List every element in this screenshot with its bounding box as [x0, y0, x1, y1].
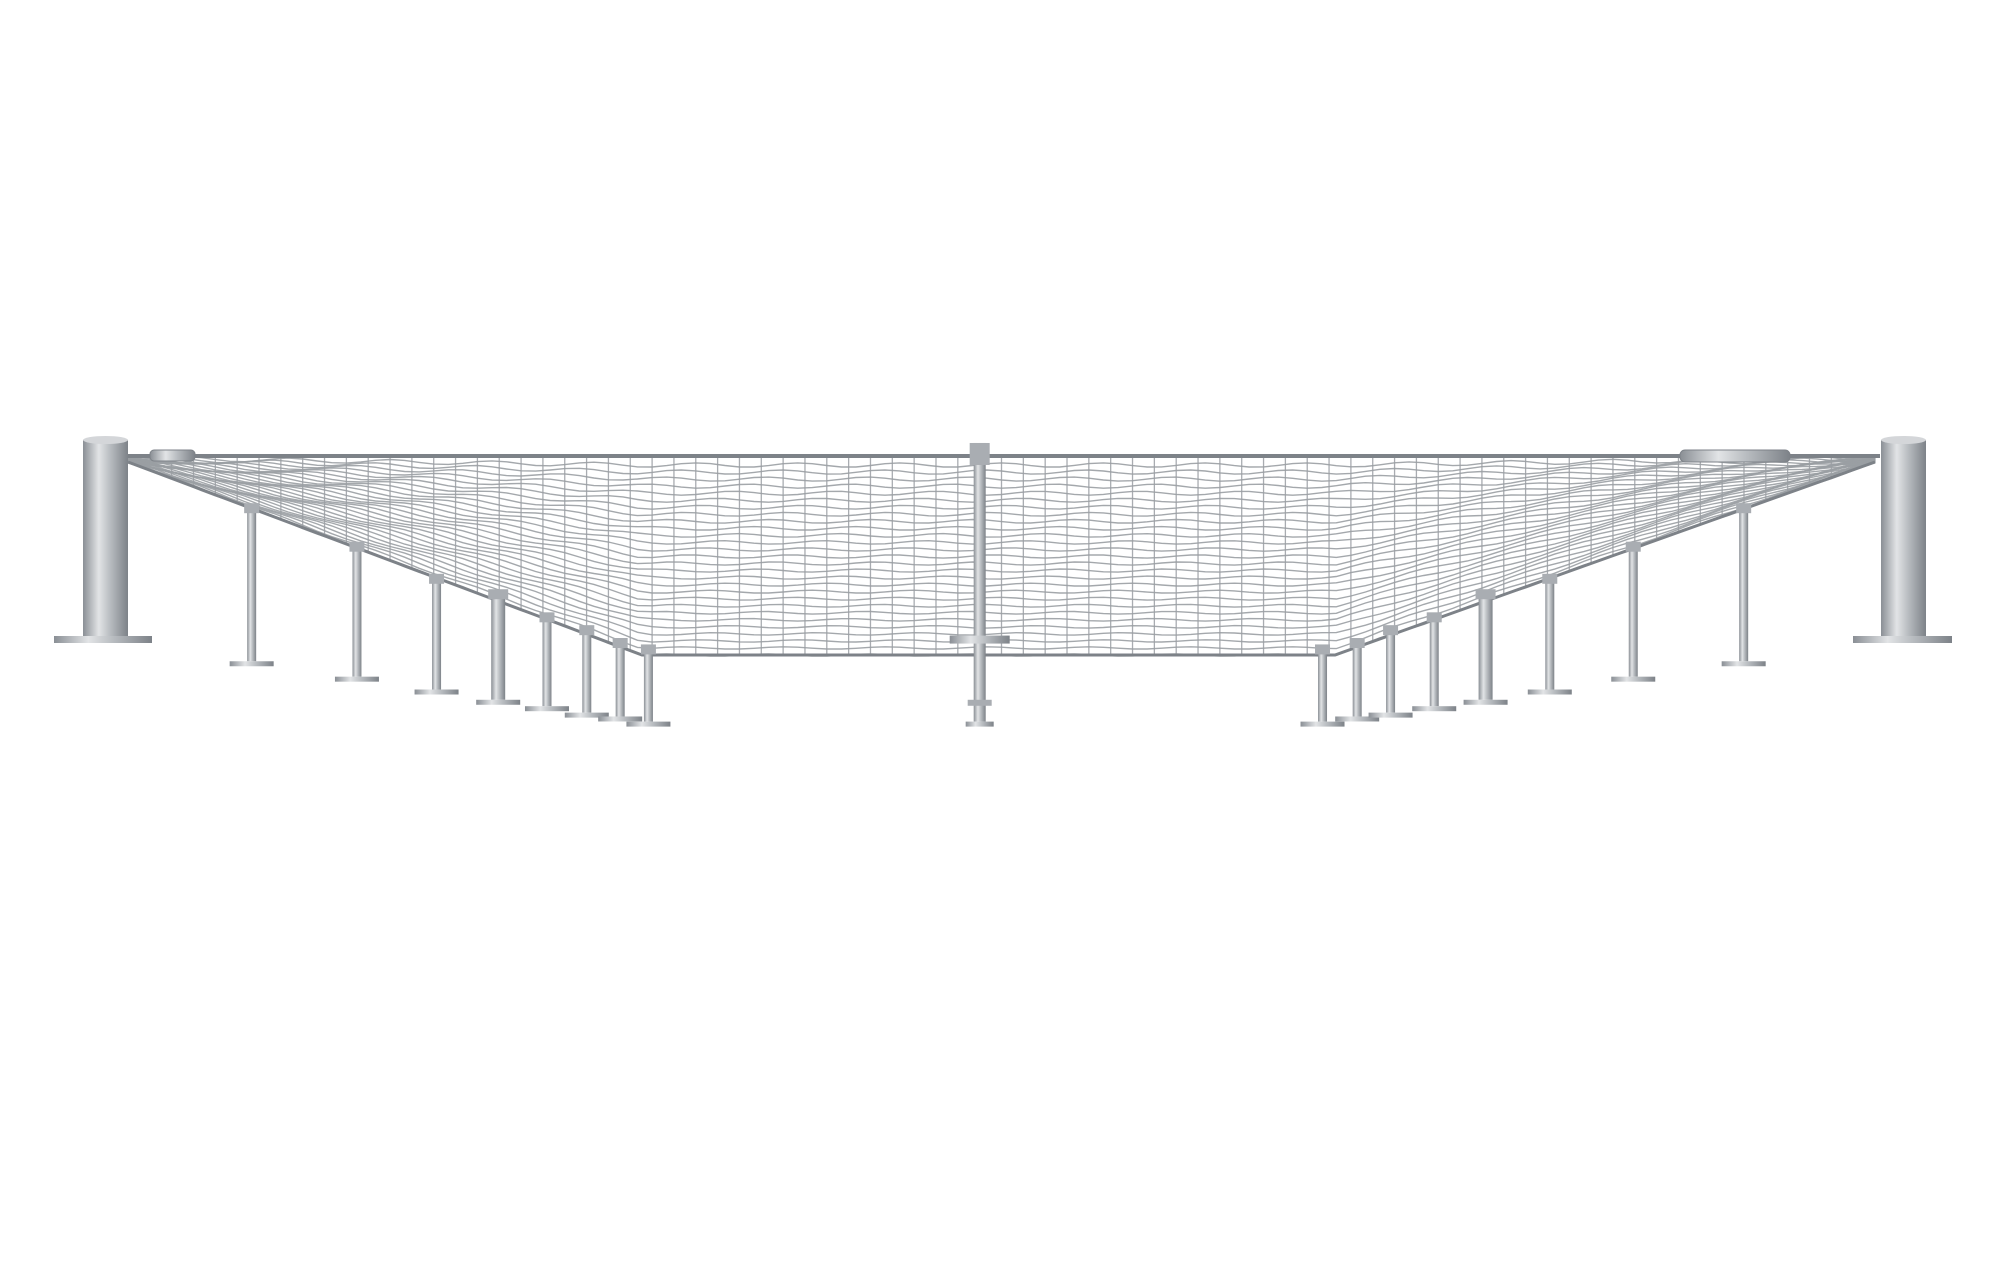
base-plate — [1300, 721, 1345, 727]
support-post — [1739, 507, 1749, 662]
mesh-wire — [127, 458, 1876, 545]
base-plate — [626, 721, 671, 727]
mast-plate — [949, 635, 1010, 644]
mesh-wire — [127, 459, 1876, 510]
base-plate — [414, 689, 459, 695]
base-plate — [965, 721, 994, 727]
mesh-wire — [127, 456, 1876, 468]
wire-mesh — [125, 449, 1880, 657]
post-clamp — [1475, 589, 1496, 600]
support-post — [615, 642, 625, 717]
post-clamp — [579, 625, 595, 636]
post-clamp — [244, 503, 260, 514]
base-plate — [564, 712, 609, 718]
base-plate — [1527, 689, 1572, 695]
post-clamp — [1315, 644, 1331, 655]
base-plate — [1412, 706, 1457, 712]
mesh-wire — [127, 459, 1876, 615]
mesh-wire — [127, 461, 1876, 650]
post-clamp — [1542, 573, 1558, 584]
mesh-wire — [127, 457, 1876, 531]
support-posts — [54, 436, 1952, 727]
support-post — [1478, 593, 1493, 700]
post-clamp — [1349, 638, 1365, 648]
base-plate — [54, 636, 152, 643]
base-plate — [476, 699, 521, 705]
base-plate — [1611, 676, 1656, 682]
support-post — [1545, 577, 1555, 690]
center-mast — [973, 442, 986, 722]
mesh-wire — [127, 460, 1876, 636]
support-post — [1628, 545, 1638, 677]
support-post — [542, 616, 552, 707]
support-post — [247, 507, 257, 662]
mesh-wire — [127, 459, 1876, 629]
mesh-wire — [127, 456, 1876, 489]
mast-nut — [967, 699, 992, 706]
support-post — [1352, 642, 1362, 717]
mesh-wire — [127, 459, 1876, 622]
support-post — [432, 577, 442, 690]
support-post — [1429, 616, 1439, 707]
base-plate — [1368, 712, 1413, 718]
mesh-wire — [127, 458, 1876, 587]
mesh-wire — [127, 456, 1876, 475]
base-plate — [524, 706, 569, 712]
support-post — [491, 593, 506, 700]
mesh-wire — [127, 461, 1876, 601]
mesh-wire — [127, 457, 1876, 503]
post-cap — [83, 436, 128, 444]
mesh-wire — [127, 458, 1876, 573]
support-post — [1386, 629, 1396, 713]
mesh-wire — [127, 460, 1876, 594]
post-clamp — [1625, 541, 1641, 552]
mesh-wire — [127, 459, 1876, 552]
mesh-wire — [127, 458, 1876, 517]
mesh-wire — [127, 460, 1876, 608]
base-plate — [334, 676, 379, 682]
post-clamp — [1736, 503, 1752, 514]
mesh-wire — [127, 455, 1876, 482]
turnbuckle — [1679, 449, 1791, 463]
turnbuckle — [149, 449, 196, 462]
base-plate — [1853, 636, 1952, 643]
support-post — [582, 629, 592, 713]
base-plate — [1335, 716, 1380, 722]
end-post — [1881, 440, 1926, 636]
post-clamp — [1426, 612, 1442, 623]
base-plate — [229, 661, 274, 667]
base-plate — [1721, 661, 1766, 667]
post-clamp — [1383, 625, 1399, 636]
post-cap — [1881, 436, 1926, 444]
support-post — [1318, 648, 1328, 722]
mesh-wire — [127, 458, 1876, 566]
post-clamp — [349, 541, 365, 552]
mesh-wire — [127, 458, 1876, 580]
base-plate — [1463, 699, 1508, 705]
post-clamp — [539, 612, 555, 623]
support-post — [643, 648, 653, 722]
post-clamp — [640, 644, 656, 655]
mast-head — [969, 442, 990, 465]
base-plate — [598, 716, 643, 722]
edge-cable — [127, 460, 1876, 657]
mesh-wire — [127, 460, 1876, 559]
mesh-wire — [127, 456, 1876, 496]
end-post — [83, 440, 128, 636]
mesh-wire — [127, 457, 1876, 538]
post-clamp — [488, 589, 509, 600]
mesh-wire — [127, 457, 1876, 524]
support-post — [352, 545, 362, 677]
post-clamp — [429, 573, 445, 584]
post-clamp — [612, 638, 628, 648]
